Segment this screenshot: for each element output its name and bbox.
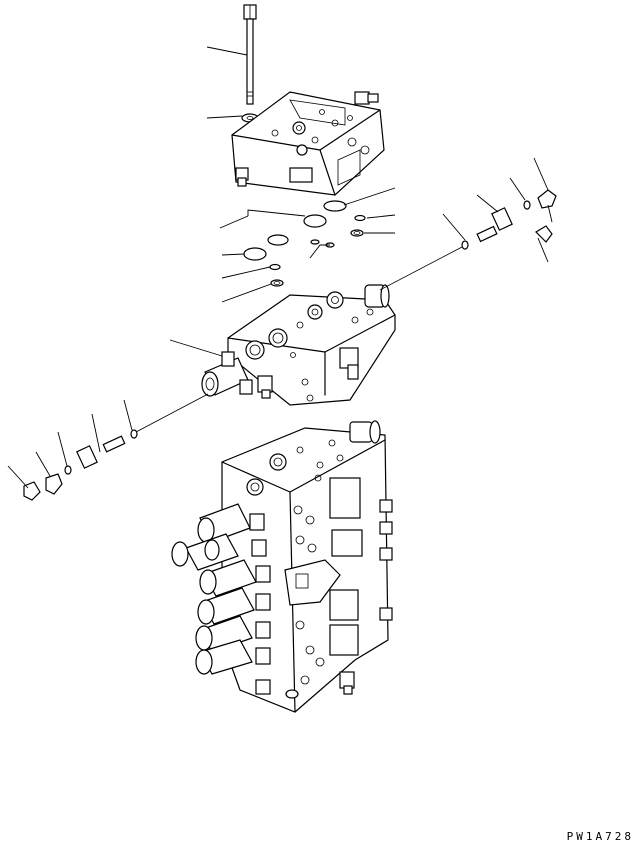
right-fitting-set[interactable] (461, 189, 557, 250)
leader-line (206, 115, 243, 119)
spool-cap (195, 639, 271, 675)
spool-cap (197, 587, 271, 625)
leader-lines-right (442, 157, 553, 263)
end-cover-block[interactable] (231, 91, 385, 196)
drawing-code-label: PW1A728 (566, 830, 634, 843)
spool-cap (197, 503, 265, 543)
assembly-axis-line (379, 246, 463, 291)
spool-cap (199, 559, 271, 597)
leader-line (206, 46, 248, 56)
spool-cap (195, 615, 271, 653)
seal-set[interactable] (243, 200, 366, 287)
spool-cap-stack[interactable] (171, 503, 271, 675)
spool-cap (171, 533, 267, 571)
tie-bolt[interactable] (243, 4, 257, 105)
main-control-valve-body[interactable] (221, 420, 393, 713)
service-valve-section[interactable] (201, 284, 396, 406)
leader-lines-left (7, 399, 133, 489)
assembly-axis-line (135, 393, 209, 433)
leader-lines-seals (169, 187, 396, 357)
spool-cap[interactable] (201, 351, 273, 399)
left-fitting-set[interactable] (23, 429, 138, 501)
